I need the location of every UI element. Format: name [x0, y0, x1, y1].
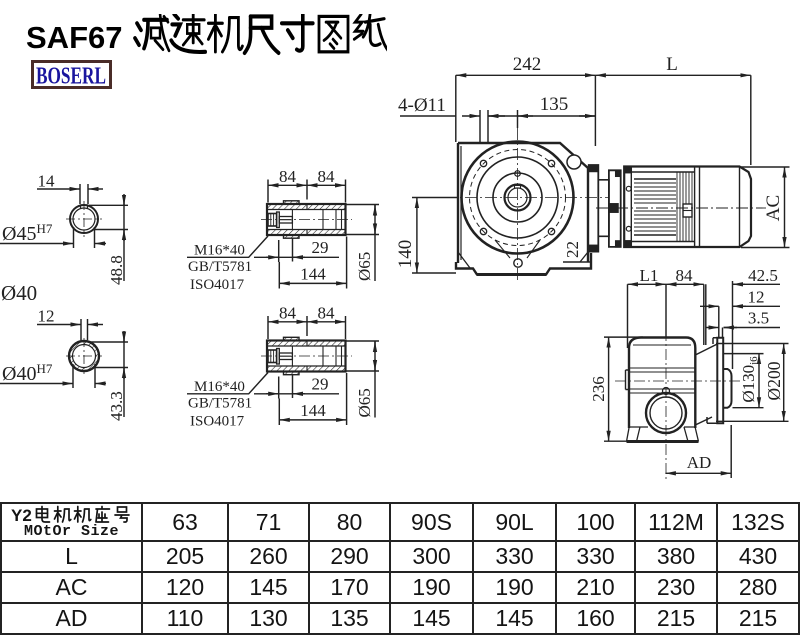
svg-text:84: 84 — [318, 167, 336, 186]
svg-text:84: 84 — [279, 167, 297, 186]
svg-text:135: 135 — [540, 94, 569, 115]
svg-text:242: 242 — [513, 54, 542, 75]
svg-text:4-Ø11: 4-Ø11 — [398, 95, 446, 116]
svg-text:BOSERL: BOSERL — [36, 64, 106, 87]
svg-text:42.5: 42.5 — [748, 266, 778, 285]
svg-text:43.3: 43.3 — [107, 391, 126, 421]
svg-text:L: L — [666, 54, 678, 75]
svg-text:Ø65: Ø65 — [355, 252, 374, 281]
svg-text:Ø130j6: Ø130j6 — [739, 356, 760, 403]
svg-text:22: 22 — [563, 241, 582, 258]
svg-text:GB/T5781: GB/T5781 — [188, 259, 252, 275]
svg-text:144: 144 — [300, 265, 326, 284]
svg-text:12: 12 — [38, 307, 55, 326]
svg-text:14: 14 — [38, 172, 56, 191]
svg-text:Ø40H7: Ø40H7 — [2, 361, 53, 385]
svg-text:84: 84 — [676, 266, 694, 285]
svg-text:Ø40: Ø40 — [1, 281, 37, 305]
svg-text:29: 29 — [312, 238, 329, 257]
svg-text:L1: L1 — [640, 266, 659, 285]
svg-text:AD: AD — [687, 453, 712, 472]
svg-text:Y2: Y2 — [11, 506, 32, 524]
svg-text:Ø200: Ø200 — [764, 361, 784, 400]
svg-text:140: 140 — [395, 240, 416, 269]
svg-text:M16*40: M16*40 — [194, 243, 245, 259]
svg-text:3.5: 3.5 — [748, 309, 769, 328]
svg-text:236: 236 — [589, 376, 608, 402]
svg-text:Ø45H7: Ø45H7 — [2, 221, 53, 245]
svg-text:48.8: 48.8 — [107, 255, 126, 285]
svg-text:12: 12 — [748, 288, 765, 307]
svg-text:AC: AC — [763, 195, 784, 221]
svg-text:ISO4017: ISO4017 — [190, 277, 245, 293]
